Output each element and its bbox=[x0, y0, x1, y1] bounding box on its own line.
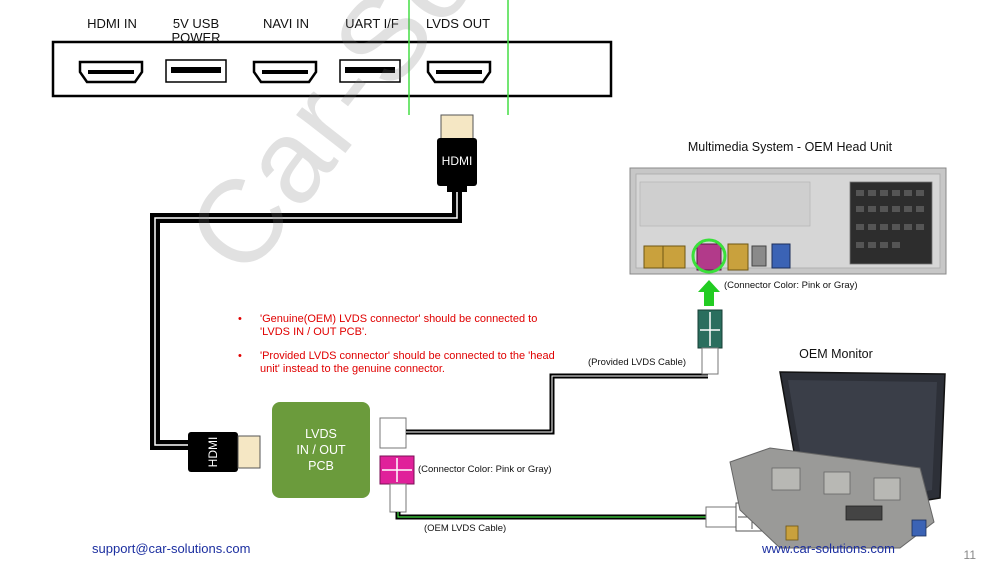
usb-port-icon bbox=[165, 59, 227, 83]
head-unit-image bbox=[629, 167, 947, 275]
note-text: 'Genuine(OEM) LVDS connector' should be … bbox=[260, 313, 538, 338]
port-label-usb-power: 5V USB POWER bbox=[171, 16, 221, 45]
hdmi-port-icon bbox=[252, 60, 318, 84]
port-label-navi-in: NAVI IN bbox=[263, 16, 309, 31]
pcb-label-line-2: IN / OUT bbox=[296, 443, 346, 457]
interface-box bbox=[51, 40, 613, 98]
installation-notes: • 'Genuine(OEM) LVDS connector' should b… bbox=[238, 313, 568, 387]
hdmi-plug-top bbox=[437, 114, 477, 192]
head-unit-connector-note: (Connector Color: Pink or Gray) bbox=[724, 280, 858, 291]
hdmi-plug-bottom bbox=[188, 432, 261, 472]
pcb-label-line-3: PCB bbox=[308, 459, 334, 473]
head-unit-title: Multimedia System - OEM Head Unit bbox=[687, 140, 893, 154]
pink-lvds-connector bbox=[379, 455, 415, 513]
support-email-link[interactable]: support@car-solutions.com bbox=[92, 541, 251, 556]
note-item: • 'Genuine(OEM) LVDS connector' should b… bbox=[238, 313, 568, 339]
port-label-hdmi-in: HDMI IN bbox=[87, 16, 137, 31]
green-up-arrow-icon bbox=[698, 280, 720, 306]
hdmi-plug-bottom-label: HDMI bbox=[206, 436, 220, 468]
note-text: 'Provided LVDS connector' should be conn… bbox=[260, 350, 555, 375]
port-label-uart: UART I/F bbox=[345, 16, 399, 31]
teal-lvds-connector bbox=[697, 309, 723, 375]
pcb-label-line-1: LVDS bbox=[305, 427, 337, 441]
pcb-label: LVDS IN / OUT PCB bbox=[272, 426, 370, 474]
note-item: • 'Provided LVDS connector' should be co… bbox=[238, 350, 568, 376]
oem-lvds-cable bbox=[395, 512, 708, 520]
hdmi-port-icon bbox=[78, 60, 144, 84]
website-link[interactable]: www.car-solutions.com bbox=[762, 541, 895, 556]
lvds-pcb bbox=[272, 402, 370, 498]
bullet-icon: • bbox=[238, 313, 242, 325]
monitor-title: OEM Monitor bbox=[799, 347, 873, 361]
bullet-icon: • bbox=[238, 350, 242, 362]
usb-port-icon bbox=[339, 59, 401, 83]
provided-cable-label: (Provided LVDS Cable) bbox=[588, 357, 687, 368]
page-number: 11 bbox=[963, 548, 976, 562]
gray-connector-pcb bbox=[379, 417, 407, 449]
hdmi-plug-top-label: HDMI bbox=[441, 154, 473, 168]
hdmi-port-icon bbox=[426, 60, 492, 84]
oem-monitor-image bbox=[729, 371, 946, 549]
pcb-connector-note: (Connector Color: Pink or Gray) bbox=[418, 464, 552, 475]
port-label-lvds-out: LVDS OUT bbox=[425, 16, 491, 31]
oem-cable-label: (OEM LVDS Cable) bbox=[424, 523, 507, 534]
